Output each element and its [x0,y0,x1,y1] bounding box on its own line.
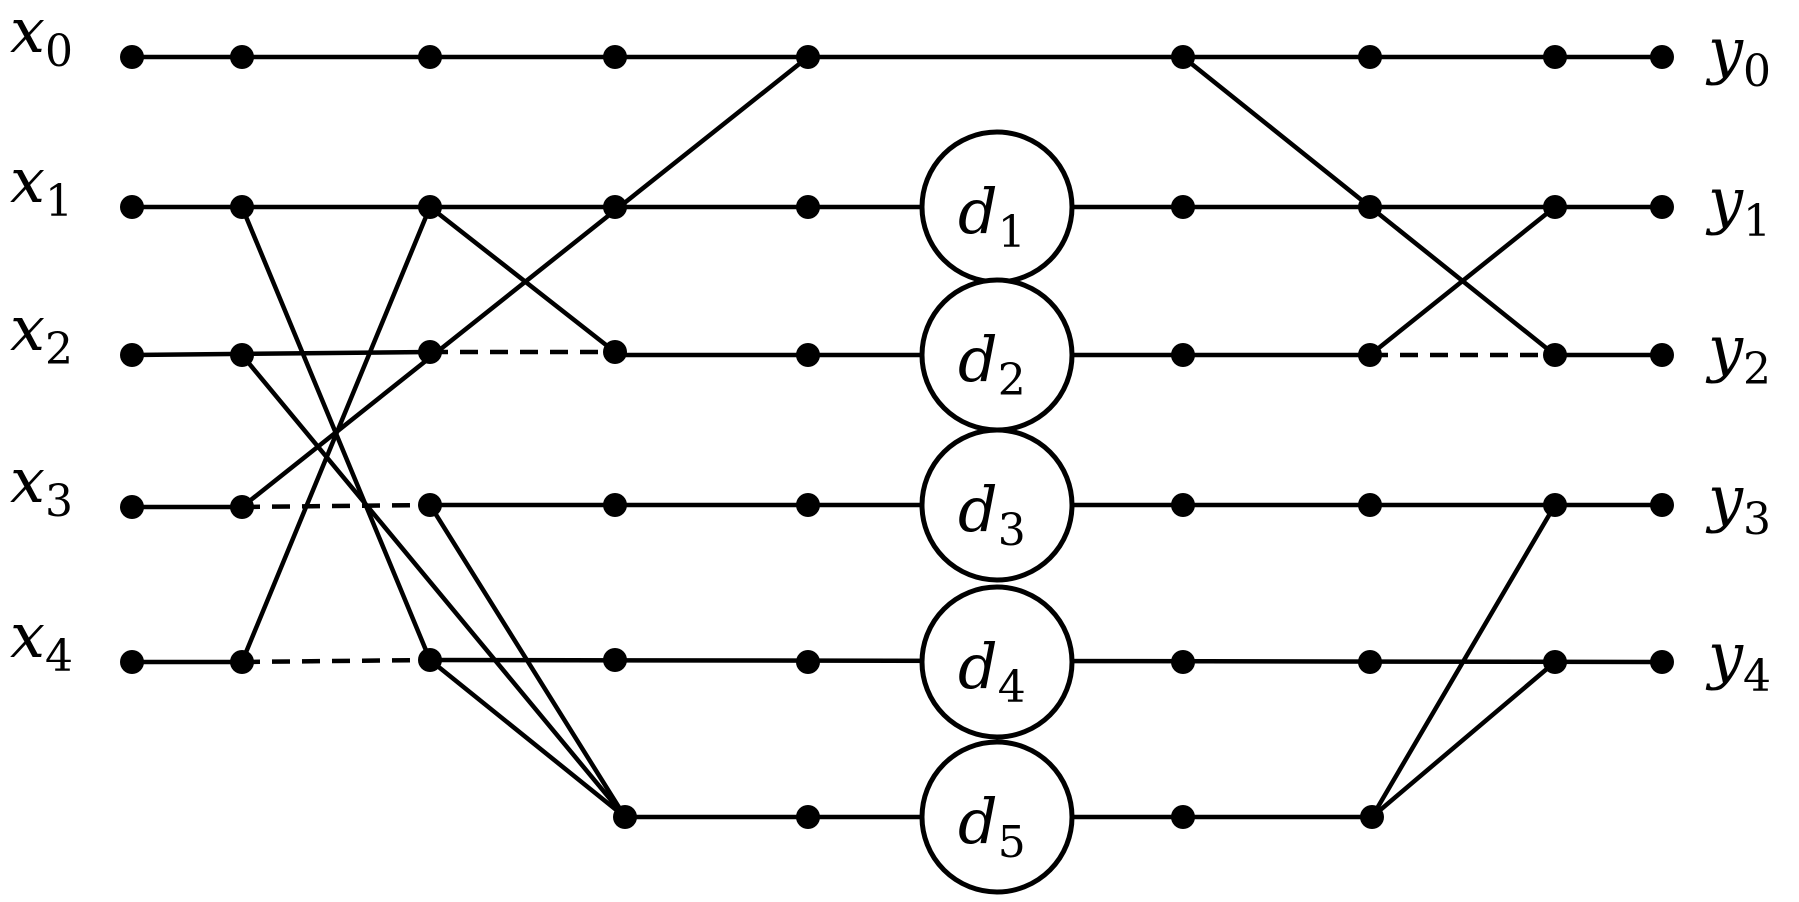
diagonal-row4-to-row5 [427,657,628,820]
node [1650,650,1674,674]
node [1543,45,1567,69]
detector-4-circle [919,584,1075,740]
node [1543,650,1567,674]
node [230,195,254,219]
output-label-y1: y1 [1705,164,1771,247]
node [796,493,820,517]
node [230,343,254,367]
node [120,195,144,219]
node [796,45,820,69]
node [1650,45,1674,69]
node [1650,493,1674,517]
detector-2: d2 [919,277,1075,433]
node [418,45,442,69]
node [1543,343,1567,367]
detector-1-label: d1 [958,175,1026,258]
node [603,493,627,517]
node [603,648,627,672]
detector-5-circle [919,739,1075,895]
detectors: d1 d2 d3 d4 d5 [919,129,1075,895]
node [603,340,627,364]
detector-3-circle [919,427,1075,583]
detector-5-label: d5 [958,785,1026,868]
node [1171,343,1195,367]
node [796,805,820,829]
detector-2-label: d2 [958,323,1026,406]
wire-row-2-left [129,349,433,358]
input-label-x2: x2 [10,292,73,375]
detector-3-label: d3 [958,473,1026,556]
node [230,45,254,69]
node [1358,45,1382,69]
node [418,493,442,517]
node [120,495,144,519]
detector-1: d1 [919,129,1075,285]
diagonal-row3-to-row5 [427,502,628,820]
node [418,340,442,364]
output-labels: y0 y1 y2 y3 y4 [1705,14,1771,702]
node [1358,343,1382,367]
detector-4: d4 [919,584,1075,740]
node [796,343,820,367]
dashed-wire-row-4 [241,657,431,665]
node [120,45,144,69]
diagonal-x2-to-row5 [239,352,628,820]
node [613,805,637,829]
node [1171,805,1195,829]
node [230,495,254,519]
node [120,650,144,674]
detector-4-label: d4 [958,630,1026,713]
node [1171,650,1195,674]
output-label-y3: y3 [1705,462,1771,545]
output-label-y4: y4 [1705,619,1771,702]
node [1543,493,1567,517]
horizontal-wires [129,54,1665,820]
diagonal-row5-to-y4 [1369,659,1558,820]
input-label-x3: x3 [10,444,73,527]
node [603,195,627,219]
node [796,195,820,219]
node [1360,805,1384,829]
node [230,650,254,674]
node [603,45,627,69]
output-label-y0: y0 [1705,14,1771,97]
output-label-y2: y2 [1705,312,1771,395]
nodes [120,45,1674,829]
node [1543,195,1567,219]
node [418,195,442,219]
node [1358,493,1382,517]
node [1650,343,1674,367]
diagonal-wires [239,54,1558,820]
input-label-x0: x0 [10,0,73,77]
node [120,343,144,367]
node [1358,650,1382,674]
node [1171,45,1195,69]
input-labels: x0 x1 x2 x3 x4 [10,0,73,682]
node [796,650,820,674]
node [1650,195,1674,219]
node [1358,195,1382,219]
node [418,648,442,672]
diagonal-row1-to-row2 [427,204,618,355]
node [1171,493,1195,517]
diagonal-row5-to-y3 [1369,502,1558,820]
dashed-wires [241,349,1555,665]
input-label-x1: x1 [10,144,73,227]
detector-5: d5 [919,739,1075,895]
input-label-x4: x4 [10,599,73,682]
detector-3: d3 [919,427,1075,583]
diagonal-row2-to-y1 [1367,204,1558,358]
node [1171,195,1195,219]
dashed-wire-row-3 [241,502,431,510]
